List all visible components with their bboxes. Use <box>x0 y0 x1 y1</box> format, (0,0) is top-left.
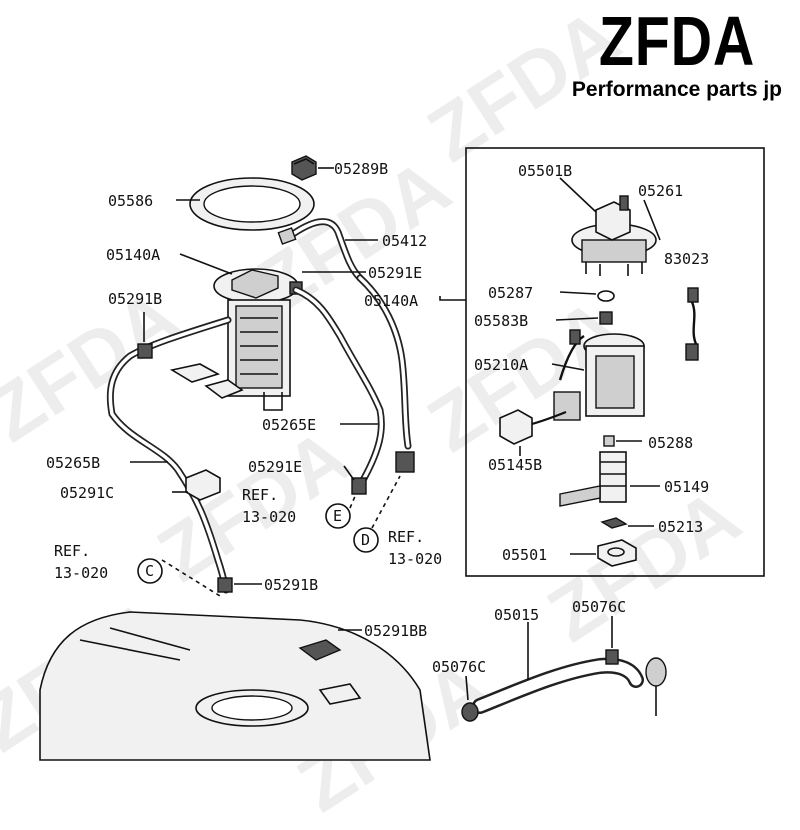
label-05291E-top: 05291E <box>368 264 422 282</box>
label-05015: 05015 <box>494 606 539 624</box>
ref-c-code: 13-020 <box>54 564 108 582</box>
brand-logo: ZFDA <box>598 2 756 80</box>
hose-05265B <box>106 316 232 594</box>
part-clip-05291C <box>185 469 221 501</box>
label-05501B: 05501B <box>518 162 572 180</box>
part-fuel-tank <box>39 611 431 761</box>
part-connector-05145B <box>499 409 567 445</box>
label-05145B: 05145B <box>488 456 542 474</box>
part-clip-05213 <box>600 517 628 529</box>
label-05140A-left: 05140A <box>106 246 160 264</box>
part-pump-body-05210A <box>553 329 645 421</box>
part-oring-05287 <box>597 290 615 302</box>
part-cap-05289B <box>291 155 317 181</box>
label-05291E-mid: 05291E <box>248 458 302 476</box>
part-05288 <box>603 435 615 447</box>
ref-e-word: REF. <box>242 486 278 504</box>
label-05291B-top: 05291B <box>108 290 162 308</box>
label-05586: 05586 <box>108 192 153 210</box>
label-05288: 05288 <box>648 434 693 452</box>
part-filler-hose-05015 <box>461 649 667 722</box>
part-harness-83023 <box>685 287 699 361</box>
ref-d-word: REF. <box>388 528 424 546</box>
label-05583B: 05583B <box>474 312 528 330</box>
brand-block: ZFDA Performance parts jp <box>572 6 782 102</box>
parts-diagram: ZFDA ZFDA ZFDA ZFDA ZFDA ZFDA ZFDA ZFDA … <box>0 0 782 829</box>
ref-c-word: REF. <box>54 542 90 560</box>
ref-e-callout: E REF. 13-020 <box>242 486 357 529</box>
part-flange-05261 <box>571 195 657 276</box>
label-05076C-left: 05076C <box>432 658 486 676</box>
diagram-drawing: C REF. 13-020 E REF. 13-020 D REF. 13-02… <box>39 147 765 761</box>
detail-frame <box>465 147 765 577</box>
label-05412: 05412 <box>382 232 427 250</box>
brand-subtitle: Performance parts jp <box>571 78 782 101</box>
label-05291C: 05291C <box>60 484 114 502</box>
ref-d-code: 13-020 <box>388 550 442 568</box>
part-strainer-05149 <box>559 451 627 507</box>
ref-e-code: 13-020 <box>242 508 296 526</box>
label-05289B: 05289B <box>334 160 388 178</box>
ref-d-circle: D <box>361 531 370 549</box>
label-05213: 05213 <box>658 518 703 536</box>
part-base-05501 <box>597 539 637 567</box>
label-05076C-top: 05076C <box>572 598 626 616</box>
part-05583B <box>599 311 613 325</box>
label-83023: 83023 <box>664 250 709 268</box>
part-pump-module-05140A <box>169 268 299 411</box>
label-05265E: 05265E <box>262 416 316 434</box>
label-05140A-right: 05140A <box>364 292 418 310</box>
label-05287: 05287 <box>488 284 533 302</box>
hose-05265E <box>292 274 415 495</box>
label-05501: 05501 <box>502 546 547 564</box>
ref-c-circle: C <box>145 562 154 580</box>
part-ring-05586 <box>189 177 315 231</box>
label-05291BB: 05291BB <box>364 622 427 640</box>
ref-d-callout: D REF. 13-020 <box>353 475 442 568</box>
label-05261: 05261 <box>638 182 683 200</box>
label-05210A: 05210A <box>474 356 528 374</box>
ref-c-callout: C REF. 13-020 <box>54 542 221 597</box>
ref-e-circle: E <box>333 507 342 525</box>
part-clip-05291B-bottom <box>217 577 233 593</box>
label-05291B-bottom: 05291B <box>264 576 318 594</box>
label-05265B: 05265B <box>46 454 100 472</box>
part-clip-05291B <box>137 343 153 359</box>
hose-05412 <box>277 218 364 282</box>
label-05149: 05149 <box>664 478 709 496</box>
